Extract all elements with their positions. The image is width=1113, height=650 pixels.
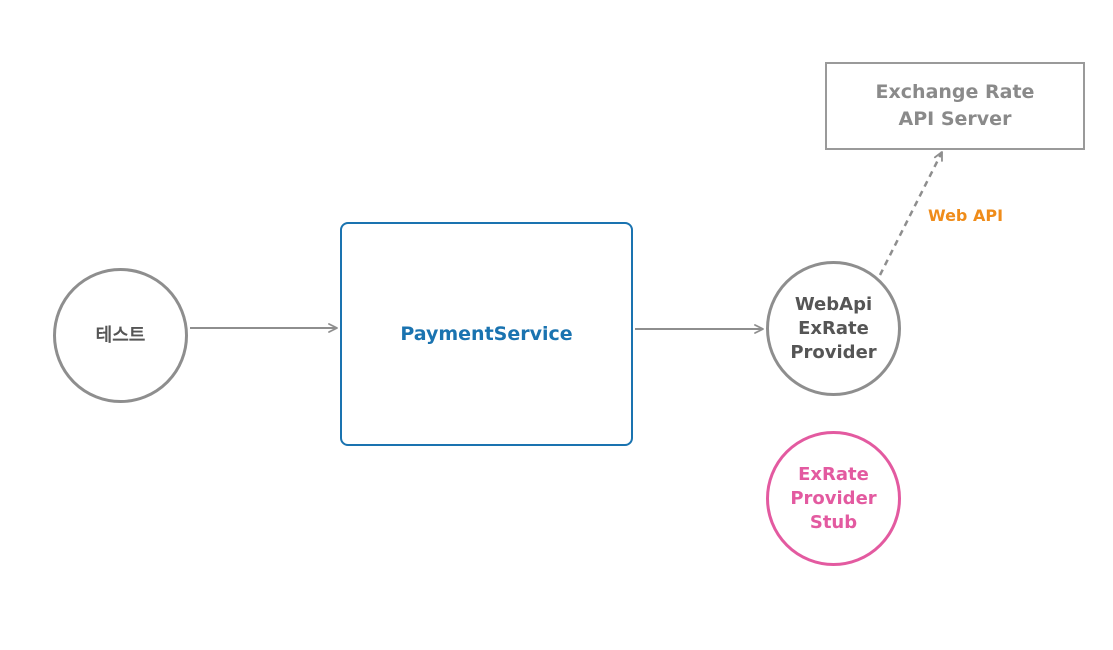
webapi-exrate-provider-label: WebApi ExRate Provider bbox=[790, 293, 877, 363]
test-node-label: 테스트 bbox=[95, 324, 146, 346]
exchange-rate-api-server-node: Exchange Rate API Server bbox=[825, 62, 1085, 150]
exrate-provider-stub-node: ExRate Provider Stub bbox=[766, 431, 901, 566]
test-node: 테스트 bbox=[53, 268, 188, 403]
exchange-rate-api-server-label: Exchange Rate API Server bbox=[875, 81, 1035, 130]
web-api-edge-label: Web API bbox=[928, 206, 1004, 225]
exrate-provider-stub-label: ExRate Provider Stub bbox=[790, 463, 877, 533]
payment-service-label: PaymentService bbox=[400, 323, 573, 345]
webapi-exrate-provider-node: WebApi ExRate Provider bbox=[766, 261, 901, 396]
arrow-webapi-to-server bbox=[878, 151, 944, 276]
payment-service-node: PaymentService bbox=[340, 222, 633, 446]
